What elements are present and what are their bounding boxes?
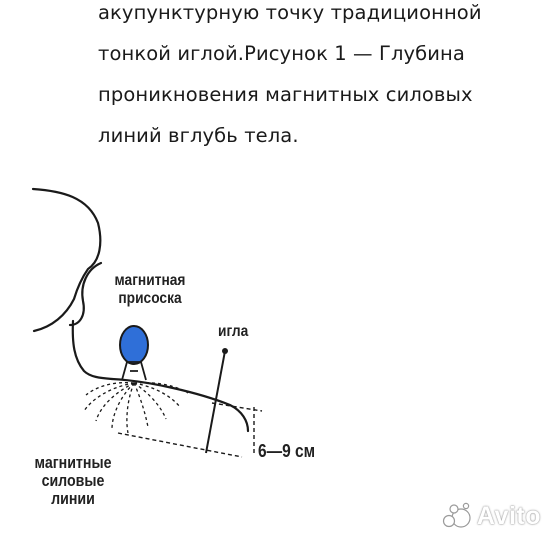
magnetic-suction-cup [119, 325, 149, 381]
suction-cup-label: магнитная присоска [114, 272, 186, 307]
text-line: тонкой иглой.Рисунок 1 — Глубина [98, 42, 465, 65]
neck-outline [71, 319, 114, 381]
avito-watermark-text: Avito [476, 501, 541, 530]
needle [205, 348, 228, 454]
text-line: проникновения магнитных силовых [98, 83, 473, 106]
article-text: акупунктурную точку традиционной тонкой … [98, 0, 548, 156]
figure-illustration [31, 187, 263, 458]
ear-outline [68, 261, 103, 327]
head-outline [31, 187, 102, 333]
magnetic-field-lines [83, 381, 189, 434]
depth-label: 6—9 см [258, 441, 316, 461]
needle-label: игла [218, 323, 249, 340]
text-line: акупунктурную точку традиционной [98, 1, 482, 24]
field-lines-label: магнитные силовые линии [34, 454, 112, 508]
avito-watermark: Avito [441, 500, 541, 532]
depth-region-lines [117, 402, 263, 458]
magnetic-lines-figure: магнитная присоска игла 6—9 см магнитные… [0, 175, 555, 540]
text-line: линий вглубь тела. [98, 124, 299, 147]
avito-logo-icon [442, 502, 471, 528]
